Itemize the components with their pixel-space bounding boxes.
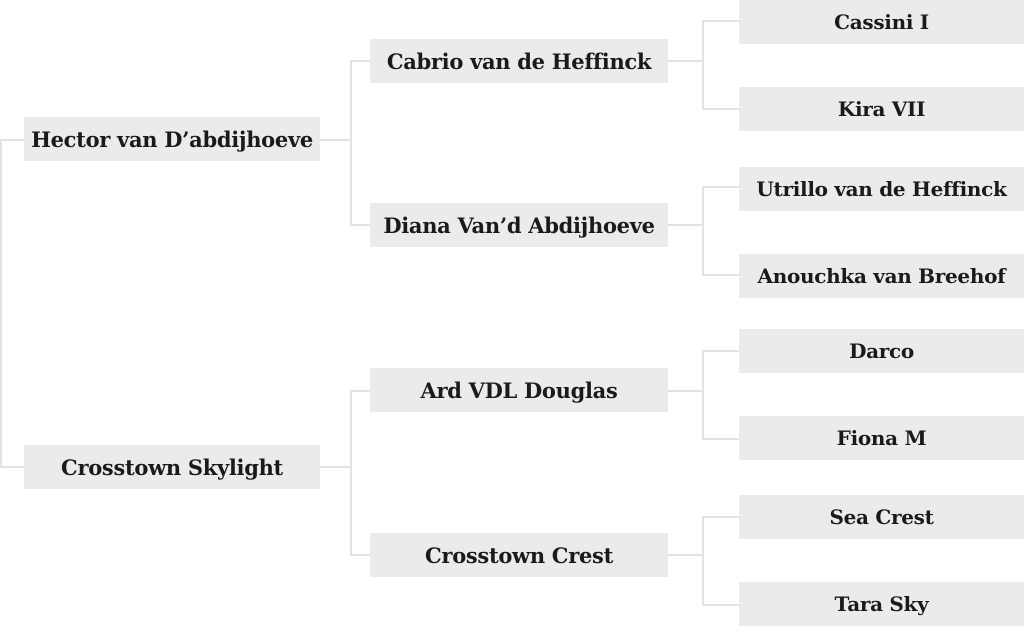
connector-dam-to-sire [350,390,370,392]
connector-dd-vertical [702,516,704,606]
connector-ss-to-sire [702,20,739,22]
connector-ds-vertical [702,350,704,440]
dam-dam-name: Crosstown Crest [370,533,668,577]
connector-dd-to-dam [702,604,739,606]
connector-dam-out [320,466,352,468]
connector-root-vertical [0,139,2,468]
connector-ss-vertical [702,20,704,110]
sire-dam-name: Diana Van’d Abdijhoeve [370,203,668,247]
connector-ds-to-sire [702,350,739,352]
connector-sd-out [668,224,704,226]
connector-ds-to-dam [702,438,739,440]
sire-name: Hector van D’abdijhoeve [24,117,320,161]
connector-dam-vertical [350,390,352,556]
connector-dd-out [668,554,704,556]
connector-root-to-sire [0,139,24,141]
dam-name: Crosstown Skylight [24,445,320,489]
connector-sd-to-sire [702,186,739,188]
connector-sd-to-dam [702,274,739,276]
dam-sire-dam-name: Fiona M [739,416,1024,460]
sire-sire-name: Cabrio van de Heffinck [370,39,668,83]
sire-dam-dam-name: Anouchka van Breehof [739,254,1024,298]
dam-sire-name: Ard VDL Douglas [370,368,668,412]
dam-dam-sire-name: Sea Crest [739,495,1024,539]
dam-sire-sire-name: Darco [739,329,1024,373]
connector-root-to-dam [0,466,24,468]
connector-ss-to-dam [702,108,739,110]
connector-sire-to-sire [350,60,370,62]
dam-dam-dam-name: Tara Sky [739,582,1024,626]
connector-ss-out [668,60,704,62]
sire-sire-sire-name: Cassini I [739,0,1024,44]
connector-sire-vertical [350,60,352,226]
sire-sire-dam-name: Kira VII [739,87,1024,131]
connector-dd-to-sire [702,516,739,518]
connector-dam-to-dam [350,554,370,556]
connector-ds-out [668,390,704,392]
connector-sire-to-dam [350,224,370,226]
connector-sire-out [320,139,352,141]
sire-dam-sire-name: Utrillo van de Heffinck [739,167,1024,211]
connector-sd-vertical [702,186,704,276]
